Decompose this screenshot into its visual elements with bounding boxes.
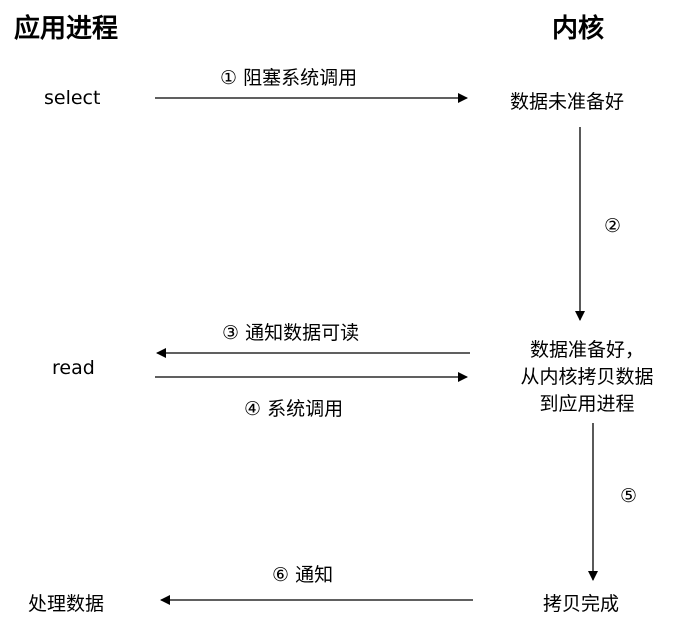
data-not-ready-node: 数据未准备好 — [510, 91, 625, 113]
data-ready-line-1: 数据准备好， — [529, 339, 644, 361]
process-data-node: 处理数据 — [28, 593, 105, 615]
app-process-header: 应用进程 — [14, 14, 119, 44]
data-ready-copy-node: 数据准备好， 从内核拷贝数据 到应用进程 — [492, 337, 682, 418]
select-node: select — [44, 87, 101, 109]
data-ready-line-2: 从内核拷贝数据 — [520, 366, 654, 388]
read-node: read — [52, 357, 95, 379]
step-5-label: ⑤ — [620, 485, 638, 507]
kernel-header: 内核 — [552, 14, 605, 44]
step-4-label: ④ 系统调用 — [244, 398, 344, 420]
copy-done-node: 拷贝完成 — [543, 593, 620, 615]
data-ready-line-3: 到应用进程 — [539, 393, 635, 415]
step-1-label: ① 阻塞系统调用 — [220, 67, 358, 89]
step-6-label: ⑥ 通知 — [272, 564, 334, 586]
step-2-label: ② — [604, 215, 622, 237]
step-3-label: ③ 通知数据可读 — [222, 322, 360, 344]
